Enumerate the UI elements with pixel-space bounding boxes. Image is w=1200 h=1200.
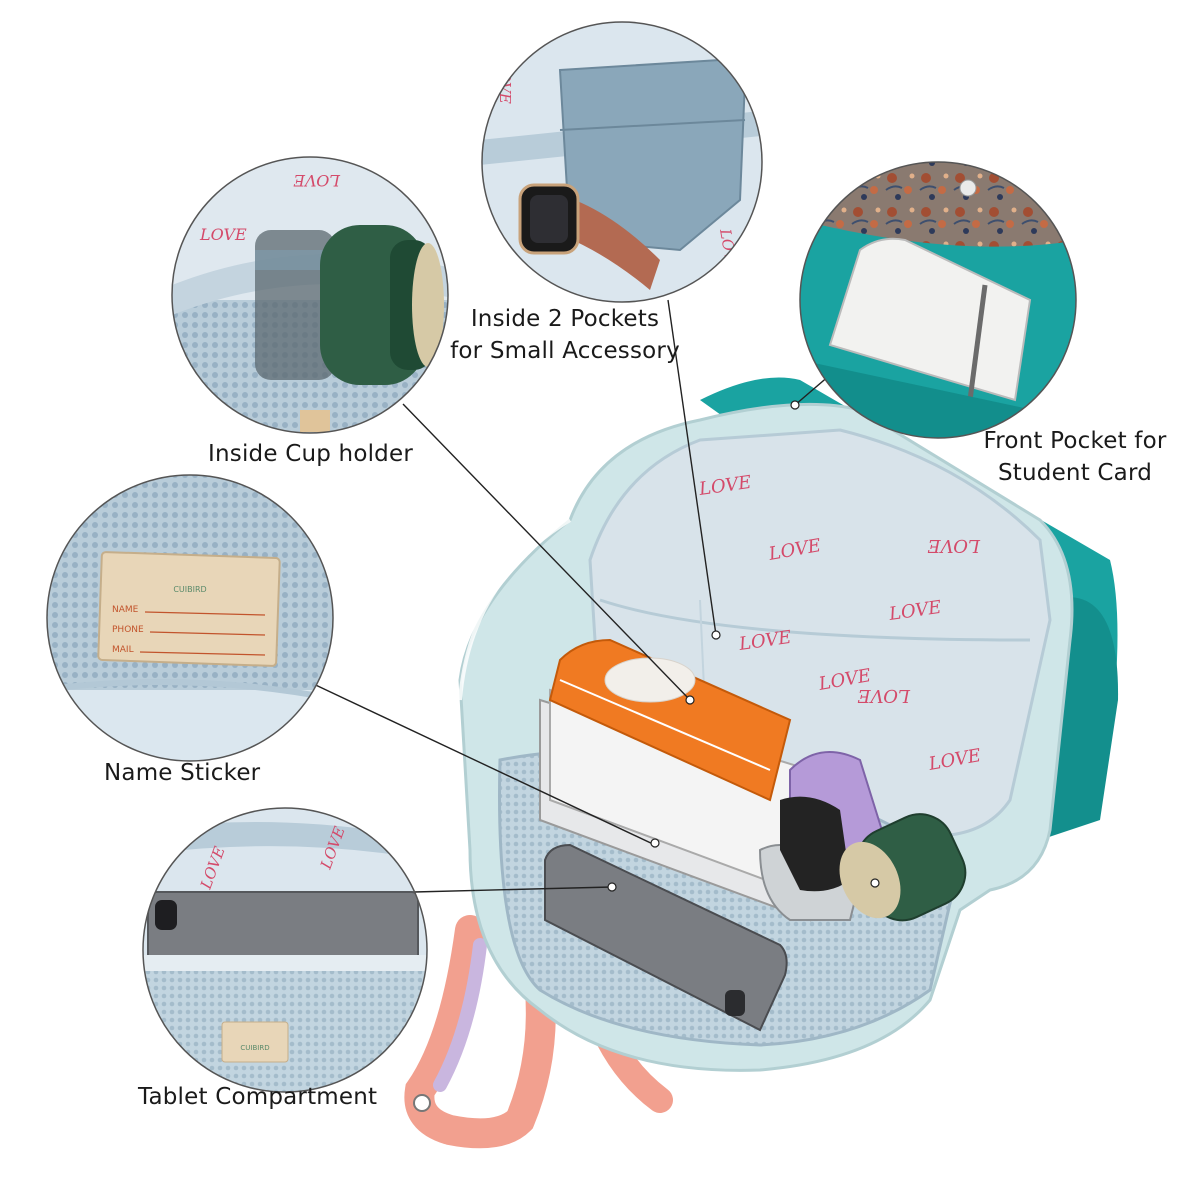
callout-tablet-text: Tablet Compartment: [138, 1084, 378, 1110]
callout-small-accessory: Inside 2 Pockets for Small Accessory: [440, 303, 690, 367]
tablet: [544, 843, 788, 1032]
callout-front-pocket: Front Pocket for Student Card: [968, 425, 1182, 489]
svg-text:CUIBIRD: CUIBIRD: [240, 1044, 269, 1052]
backpack-main-view: LOVE LOVE LOVE LOVE LOVE LOVE LOVE LOVE: [404, 377, 1119, 1149]
svg-text:LOVE: LOVE: [293, 171, 341, 190]
connector-lines: [304, 299, 831, 893]
student-card-notebook: [828, 237, 1032, 402]
name-sticker-label: [97, 551, 281, 667]
callout-front-pocket-line1: Front Pocket for: [983, 428, 1167, 454]
svg-text:CUIBIRD: CUIBIRD: [173, 585, 206, 594]
svg-text:LOVE: LOVE: [857, 685, 911, 706]
callout-cup-holder-text: Inside Cup holder: [208, 441, 413, 467]
svg-text:PHONE: PHONE: [112, 625, 144, 635]
detail-circle-small-accessory: LOVE LOVE: [481, 21, 763, 303]
tablet-in-sleeve: [147, 891, 419, 965]
callout-small-accessory-line1: Inside 2 Pockets: [470, 306, 660, 332]
detail-circle-front-pocket: [799, 161, 1077, 439]
callout-small-accessory-line2: for Small Accessory: [450, 338, 680, 364]
callout-name-sticker-text: Name Sticker: [104, 760, 261, 786]
callout-front-pocket-line2: Student Card: [997, 460, 1153, 486]
callout-cup-holder: Inside Cup holder: [208, 438, 418, 470]
svg-text:LOVE: LOVE: [199, 225, 247, 244]
svg-text:LOVE: LOVE: [927, 535, 981, 556]
water-bottle: [839, 813, 967, 922]
detail-circle-tablet: CUIBIRD LOVE LOVE: [142, 807, 428, 1093]
callout-tablet: Tablet Compartment: [138, 1081, 388, 1113]
svg-text:MAIL: MAIL: [112, 645, 134, 655]
handle-strap: [404, 915, 556, 1149]
callout-name-sticker: Name Sticker: [104, 757, 264, 789]
detail-circle-cup-holder: LOVE LOVE: [171, 156, 449, 434]
svg-text:NAME: NAME: [112, 605, 139, 615]
detail-circle-name-sticker: CUIBIRD NAME PHONE MAIL: [46, 474, 334, 762]
